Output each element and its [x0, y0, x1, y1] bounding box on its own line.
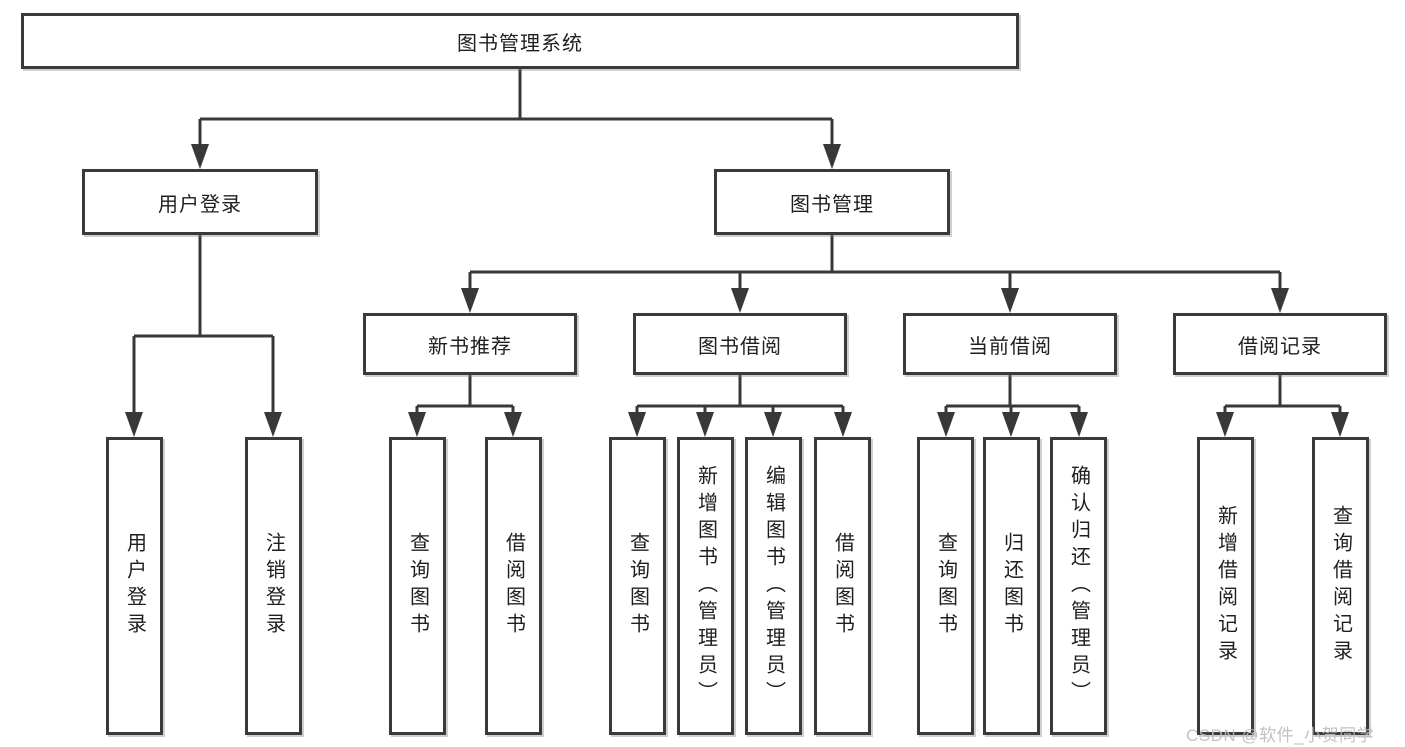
node-current-borrowing: 当前借阅	[903, 313, 1117, 375]
node-label: 图书管理	[790, 193, 874, 216]
node-borrowing-records: 借阅记录	[1173, 313, 1387, 375]
leaf-borrow-books-1: 借阅图书	[485, 437, 542, 735]
node-label: 当前借阅	[968, 335, 1052, 358]
leaf-label: 编辑图书（管理员）	[762, 464, 785, 708]
leaf-logout: 注销登录	[245, 437, 302, 735]
leaf-add-book-admin: 新增图书（管理员）	[677, 437, 734, 735]
leaf-edit-book-admin: 编辑图书（管理员）	[745, 437, 802, 735]
node-book-borrowing: 图书借阅	[633, 313, 847, 375]
leaf-label: 查询借阅记录	[1329, 505, 1352, 667]
connector-new-book-to-leaves	[408, 375, 522, 437]
leaf-confirm-return-admin: 确认归还（管理员）	[1050, 437, 1107, 735]
leaf-label: 新增图书（管理员）	[694, 464, 717, 708]
leaf-query-books-1: 查询图书	[389, 437, 446, 735]
leaf-add-borrow-record: 新增借阅记录	[1197, 437, 1254, 735]
connector-borrow-records-to-leaves	[1216, 375, 1349, 437]
leaf-label: 查询图书	[406, 532, 429, 640]
connector-current-borrow-to-leaves	[937, 375, 1088, 437]
node-label: 新书推荐	[428, 335, 512, 358]
node-label: 图书管理系统	[457, 32, 583, 55]
leaf-label: 查询图书	[626, 532, 649, 640]
node-user-login: 用户登录	[82, 169, 318, 235]
leaf-label: 归还图书	[1000, 532, 1023, 640]
leaf-query-books-2: 查询图书	[609, 437, 666, 735]
connector-user-login-to-leaves	[125, 235, 282, 437]
connector-root-to-level2	[191, 69, 841, 169]
node-label: 图书借阅	[698, 335, 782, 358]
leaf-label: 新增借阅记录	[1214, 505, 1237, 667]
node-new-book-recommendation: 新书推荐	[363, 313, 577, 375]
leaf-label: 注销登录	[262, 532, 285, 640]
leaf-label: 确认归还（管理员）	[1067, 464, 1090, 708]
node-book-management: 图书管理	[714, 169, 950, 235]
leaf-query-borrow-record: 查询借阅记录	[1312, 437, 1369, 735]
node-library-management-system: 图书管理系统	[21, 13, 1019, 69]
connector-book-borrow-to-leaves	[628, 375, 852, 437]
leaf-query-books-3: 查询图书	[917, 437, 974, 735]
connector-book-management-to-level3	[461, 235, 1289, 313]
leaf-label: 借阅图书	[502, 532, 525, 640]
leaf-user-login: 用户登录	[106, 437, 163, 735]
csdn-watermark: CSDN @软件_小贺同学	[1186, 726, 1375, 745]
leaf-label: 用户登录	[123, 532, 146, 640]
leaf-label: 借阅图书	[831, 532, 854, 640]
node-label: 用户登录	[158, 193, 242, 216]
leaf-label: 查询图书	[934, 532, 957, 640]
node-label: 借阅记录	[1238, 335, 1322, 358]
leaf-borrow-books-2: 借阅图书	[814, 437, 871, 735]
leaf-return-book: 归还图书	[983, 437, 1040, 735]
